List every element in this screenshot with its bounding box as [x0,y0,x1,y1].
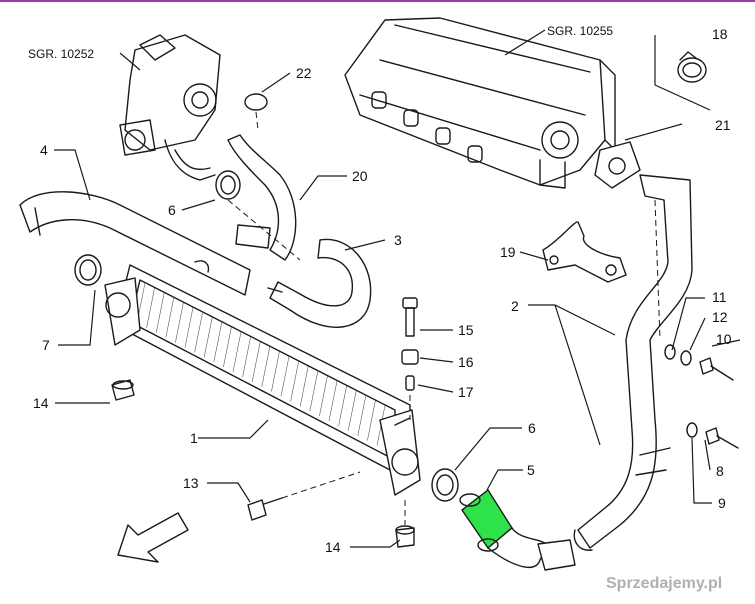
intercooler-fins [136,282,386,446]
label-18: 18 [712,26,728,42]
top-border [0,0,755,2]
bolt-15 [402,297,418,337]
label-6-upper: 6 [168,202,176,218]
bolt-10 [699,357,734,381]
intercooler-fin [280,356,290,397]
intercooler [104,264,421,496]
pin-17 [405,375,415,391]
grommet-14-lower [395,525,415,548]
label-5: 5 [527,462,535,478]
intercooler-fin [242,336,251,377]
label-10: 10 [716,331,732,347]
clamp-7 [74,254,102,286]
clamp-6-upper [215,170,241,200]
intercooler-fin [194,312,203,353]
intercooler-fin [328,380,338,422]
label-13: 13 [183,475,199,491]
label-16: 16 [458,354,474,370]
label-22: 22 [296,65,312,81]
label-14-lower: 14 [325,539,341,555]
label-9: 9 [718,495,726,511]
intercooler-fin [251,341,261,382]
watermark: Sprzedajemy.pl [606,575,722,592]
seal-22 [244,93,268,111]
label-20: 20 [352,168,368,184]
direction-arrow [117,512,189,563]
bolt-8 [705,427,739,449]
intake-manifold [344,17,616,189]
intercooler-fin [165,297,175,338]
label-8: 8 [716,463,724,479]
intercooler-fin [271,351,280,392]
intercooler-fin [309,371,319,412]
washer-9 [686,422,698,438]
turbocharger [119,34,221,181]
hose-4 [19,191,251,296]
intercooler-fin [367,400,376,441]
label-21: 21 [715,117,731,133]
leader-lines [54,29,741,548]
bracket-19 [542,221,627,283]
intercooler-fin [203,317,213,358]
label-6-lower: 6 [528,420,536,436]
bolt-13 [247,497,283,521]
hose-5 [459,488,576,571]
washer-11 [664,344,676,360]
label-15: 15 [458,322,474,338]
spacer-16 [401,349,419,365]
intercooler-fin [319,376,328,417]
intercooler-fin [357,395,367,436]
intercooler-fin [184,307,194,348]
intercooler-fin [155,292,165,333]
label-7: 7 [42,337,50,353]
washer-12 [680,350,692,366]
intercooler-fin [223,327,232,368]
intercooler-fin [232,331,242,373]
grommet-14-upper [111,379,135,401]
gasket-21 [594,141,641,189]
intercooler-fin [261,346,271,387]
clamp-6-lower [431,468,459,502]
hose-2 [573,174,693,551]
pipe-3 [267,238,372,328]
ref-manifold-label: SGR. 10255 [547,24,613,38]
intercooler-fin [213,322,223,363]
label-19: 19 [500,244,516,260]
label-11: 11 [712,289,727,305]
ref-turbo-label: SGR. 10252 [28,47,94,61]
label-4: 4 [40,142,48,158]
label-14-upper: 14 [33,395,49,411]
intercooler-fin [146,287,155,328]
label-3: 3 [394,232,402,248]
intercooler-fin [175,302,184,343]
pipe-20 [227,134,297,261]
label-12: 12 [712,309,728,325]
intercooler-fin [299,366,309,407]
label-1: 1 [190,430,198,446]
intercooler-fin [338,385,347,426]
label-2: 2 [511,298,519,314]
intercooler-fin [290,361,299,402]
intercooler-fin [347,390,357,431]
clamp-18 [677,51,707,83]
label-17: 17 [458,384,474,400]
